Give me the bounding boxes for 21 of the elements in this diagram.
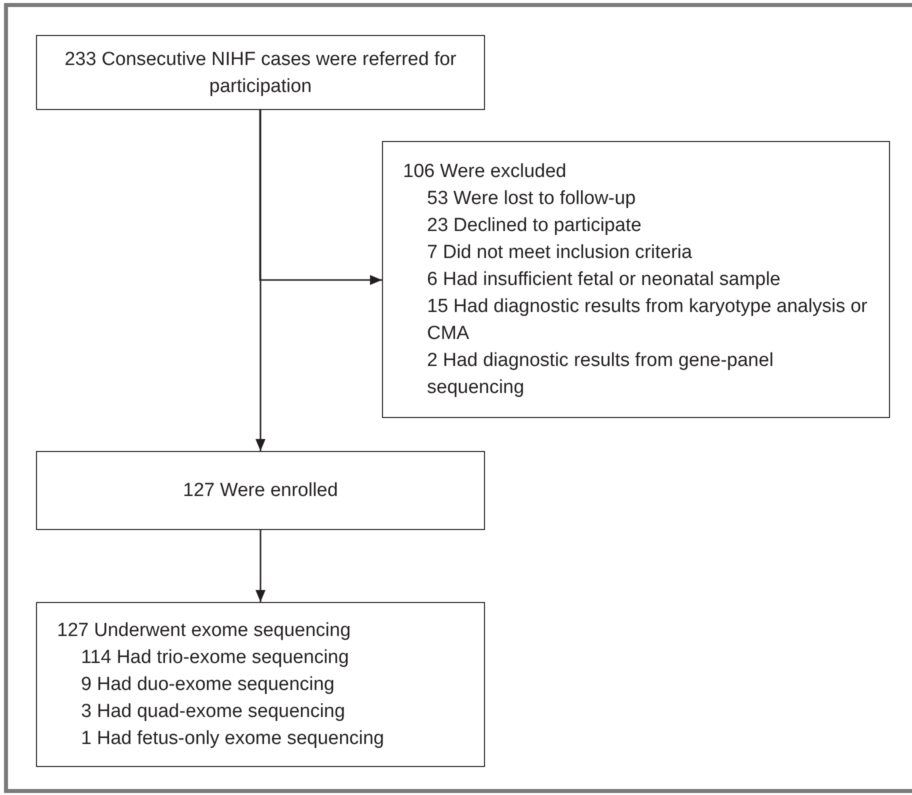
arrow bbox=[259, 110, 382, 285]
sub-item-text: 53 Were lost to follow-up bbox=[426, 187, 636, 211]
box-text: 127 Underwent exome sequencing bbox=[57, 619, 351, 643]
sub-item-text: 3 Had quad-exome sequencing bbox=[80, 700, 346, 724]
sub-item-text: 6 Had insufficient fetal or neonatal sample bbox=[426, 268, 780, 292]
sub-item-text: 15 Had diagnostic results from karyotype analysis or CMA bbox=[426, 295, 868, 346]
sub-item-text: 23 Declined to participate bbox=[426, 214, 642, 238]
process-box bbox=[36, 35, 485, 110]
box-text: 127 Were enrolled bbox=[183, 479, 338, 503]
sub-item-text: 7 Did not meet inclusion criteria bbox=[426, 241, 692, 265]
sub-item-text: 9 Had duo-exome sequencing bbox=[80, 673, 335, 697]
process-box bbox=[36, 602, 485, 767]
box-text: 233 Consecutive NIHF cases were referred for participation bbox=[64, 48, 458, 98]
process-box bbox=[36, 451, 485, 530]
arrow bbox=[256, 110, 266, 451]
sub-item-text: 2 Had diagnostic results from gene-panel sequencing bbox=[426, 349, 774, 400]
box-text: 106 Were excluded bbox=[403, 160, 566, 184]
sub-item-text: 1 Had fetus-only exome sequencing bbox=[80, 727, 384, 751]
process-box bbox=[382, 141, 890, 418]
sub-item-text: 114 Had trio-exome sequencing bbox=[80, 646, 349, 670]
arrow bbox=[256, 530, 266, 602]
